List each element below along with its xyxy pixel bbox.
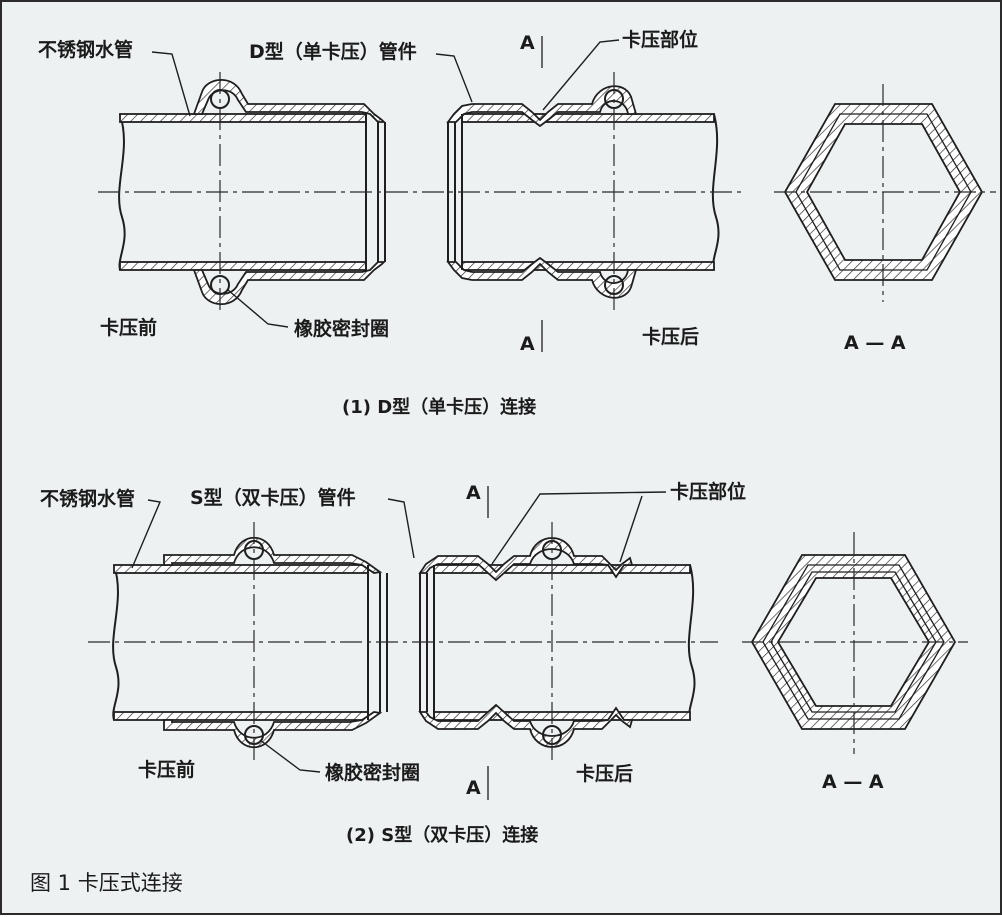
d-label-after: 卡压后 — [642, 325, 699, 348]
d-left-pipe-wall-bottom — [119, 261, 367, 271]
s-left-pipe-wall-bottom — [113, 711, 369, 721]
s-section-mark-top: A — [466, 482, 481, 504]
s-leader-seal — [259, 739, 321, 773]
d-label-press-position: 卡压部位 — [622, 28, 698, 51]
d-type-diagram: 不锈钢水管 D型（单卡压）管件 卡压部位 A A 卡压前 橡胶密封圈 卡压后 A… — [38, 28, 996, 418]
s-label-fitting: S型（双卡压）管件 — [190, 486, 356, 509]
d-label-before: 卡压前 — [100, 316, 157, 339]
d-section-mark-top: A — [520, 32, 535, 54]
d-right-pipe-wall-top — [461, 113, 715, 123]
s-section-title: A — A — [822, 771, 884, 793]
s-section-hexagon — [742, 532, 968, 754]
s-caption: (2) S型（双卡压）连接 — [346, 824, 538, 846]
d-pipe-break-left — [118, 113, 126, 271]
s-leader-fitting — [387, 498, 415, 559]
s-pipe-break-left — [112, 564, 120, 721]
s-leader-pipe — [131, 499, 161, 569]
s-label-after: 卡压后 — [576, 762, 633, 785]
d-label-pipe: 不锈钢水管 — [38, 38, 133, 61]
s-right-pipe-wall-bottom — [433, 711, 691, 721]
s-label-press-position: 卡压部位 — [670, 480, 746, 503]
s-left-pipe-wall-top — [113, 564, 369, 574]
s-leader-press-2 — [619, 495, 643, 563]
d-pipe-break-right — [711, 113, 720, 271]
d-left-pipe-wall-top — [119, 113, 367, 123]
d-right-pipe-wall-bottom — [461, 261, 715, 271]
d-label-seal-ring: 橡胶密封圈 — [294, 317, 389, 340]
d-caption: (1) D型（单卡压）连接 — [342, 396, 536, 418]
s-label-seal-ring: 橡胶密封圈 — [325, 761, 420, 784]
s-type-diagram: 不锈钢水管 S型（双卡压）管件 卡压部位 A A 卡压前 橡胶密封圈 卡压后 A… — [40, 480, 968, 846]
s-label-pipe: 不锈钢水管 — [40, 487, 135, 510]
s-label-before: 卡压前 — [138, 758, 195, 781]
d-leader-fitting — [435, 53, 473, 103]
s-fitting-wall-top — [163, 537, 634, 582]
d-leader-press — [542, 39, 620, 111]
d-leader-seal — [227, 289, 289, 328]
d-section-hexagon — [774, 84, 996, 302]
d-section-title: A — A — [844, 332, 906, 354]
s-right-pipe-wall-top — [433, 564, 691, 574]
d-label-fitting: D型（单卡压）管件 — [249, 40, 417, 63]
s-pipe-break-right — [687, 564, 696, 721]
s-section-mark-bottom: A — [466, 777, 481, 799]
s-fitting-wall-bottom — [163, 703, 634, 748]
s-leader-press-1 — [491, 491, 667, 565]
d-leader-pipe — [151, 51, 191, 117]
figure-caption: 图 1 卡压式连接 — [30, 871, 183, 895]
d-section-mark-bottom: A — [520, 333, 535, 355]
